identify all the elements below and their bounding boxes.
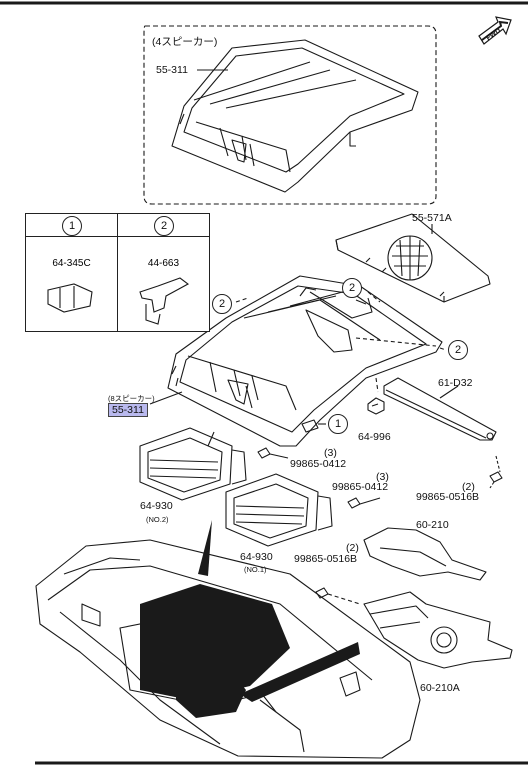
label-64-996: 64-996 bbox=[358, 431, 391, 443]
screw-99865-0516b-b bbox=[315, 587, 361, 605]
callout-2-b: 2 bbox=[212, 294, 232, 314]
callout-2-a: 2 bbox=[342, 278, 362, 298]
panel-55-571a bbox=[335, 213, 491, 303]
clip-64-345c-icon bbox=[47, 283, 93, 313]
screw-99865-0412-b bbox=[347, 497, 381, 509]
label-99865-0516b-b-qty: (2) bbox=[346, 542, 359, 554]
cover-60-210 bbox=[363, 527, 487, 581]
legend-cell-2: 2 44-663 bbox=[117, 214, 209, 331]
legend-header-1: 1 bbox=[26, 214, 117, 237]
label-99865-0412-a-qty: (3) bbox=[324, 447, 337, 459]
legend-part-1: 64-345C bbox=[52, 258, 91, 269]
callout-1: 1 bbox=[328, 414, 348, 434]
legend-callout-1: 1 bbox=[62, 216, 82, 236]
label-8-speaker: (8スピーカー) bbox=[108, 394, 155, 403]
label-99865-0516b-b: 99865-0516B bbox=[294, 553, 358, 565]
cover-60-210a bbox=[363, 591, 513, 669]
legend-part-2: 44-663 bbox=[147, 258, 180, 269]
label-99865-0516b-a-qty: (2) bbox=[462, 481, 475, 493]
label-55-311-top: 55-311 bbox=[156, 64, 188, 76]
legend-header-2: 2 bbox=[118, 214, 209, 237]
legend-cell-1: 1 64-345C bbox=[26, 214, 117, 331]
vent-64-930-no2 bbox=[139, 427, 247, 501]
legend-table: 1 64-345C 2 44-663 bbox=[25, 213, 210, 332]
label-55-571a: 55-571A bbox=[412, 212, 452, 224]
label-99865-0516b-a: 99865-0516B bbox=[416, 491, 480, 503]
label-60-210: 60-210 bbox=[416, 519, 449, 531]
screw-99865-0412-a bbox=[257, 447, 289, 459]
callout-2-c: 2 bbox=[448, 340, 468, 360]
strip-61-d32 bbox=[383, 377, 497, 441]
label-99865-0412-a: 99865-0412 bbox=[290, 458, 347, 470]
label-60-210a: 60-210A bbox=[420, 682, 460, 694]
inset-4-speaker-box bbox=[143, 25, 437, 205]
label-64-930-no1-sub: (NO.1) bbox=[244, 565, 267, 574]
vent-64-930-no1 bbox=[225, 473, 333, 547]
fwd-arrow-icon: FWD bbox=[478, 16, 512, 45]
label-61-d32: 61-D32 bbox=[438, 377, 473, 389]
label-64-930-no2: 64-930 bbox=[140, 500, 173, 512]
legend-callout-2: 2 bbox=[154, 216, 174, 236]
label-64-930-no2-sub: (NO.2) bbox=[146, 515, 169, 524]
label-inset-4-speaker: (4スピーカー) bbox=[152, 36, 218, 48]
label-99865-0412-b-qty: (3) bbox=[376, 471, 389, 483]
screw-99865-0516b-a bbox=[489, 455, 503, 489]
label-55-311-main: 55-311 bbox=[108, 403, 148, 417]
label-64-930-no1: 64-930 bbox=[240, 551, 273, 563]
clip-64-996 bbox=[367, 397, 385, 415]
label-99865-0412-b: 99865-0412 bbox=[332, 481, 389, 493]
panel-55-311-top bbox=[171, 39, 419, 193]
bracket-44-663-icon bbox=[139, 277, 190, 325]
